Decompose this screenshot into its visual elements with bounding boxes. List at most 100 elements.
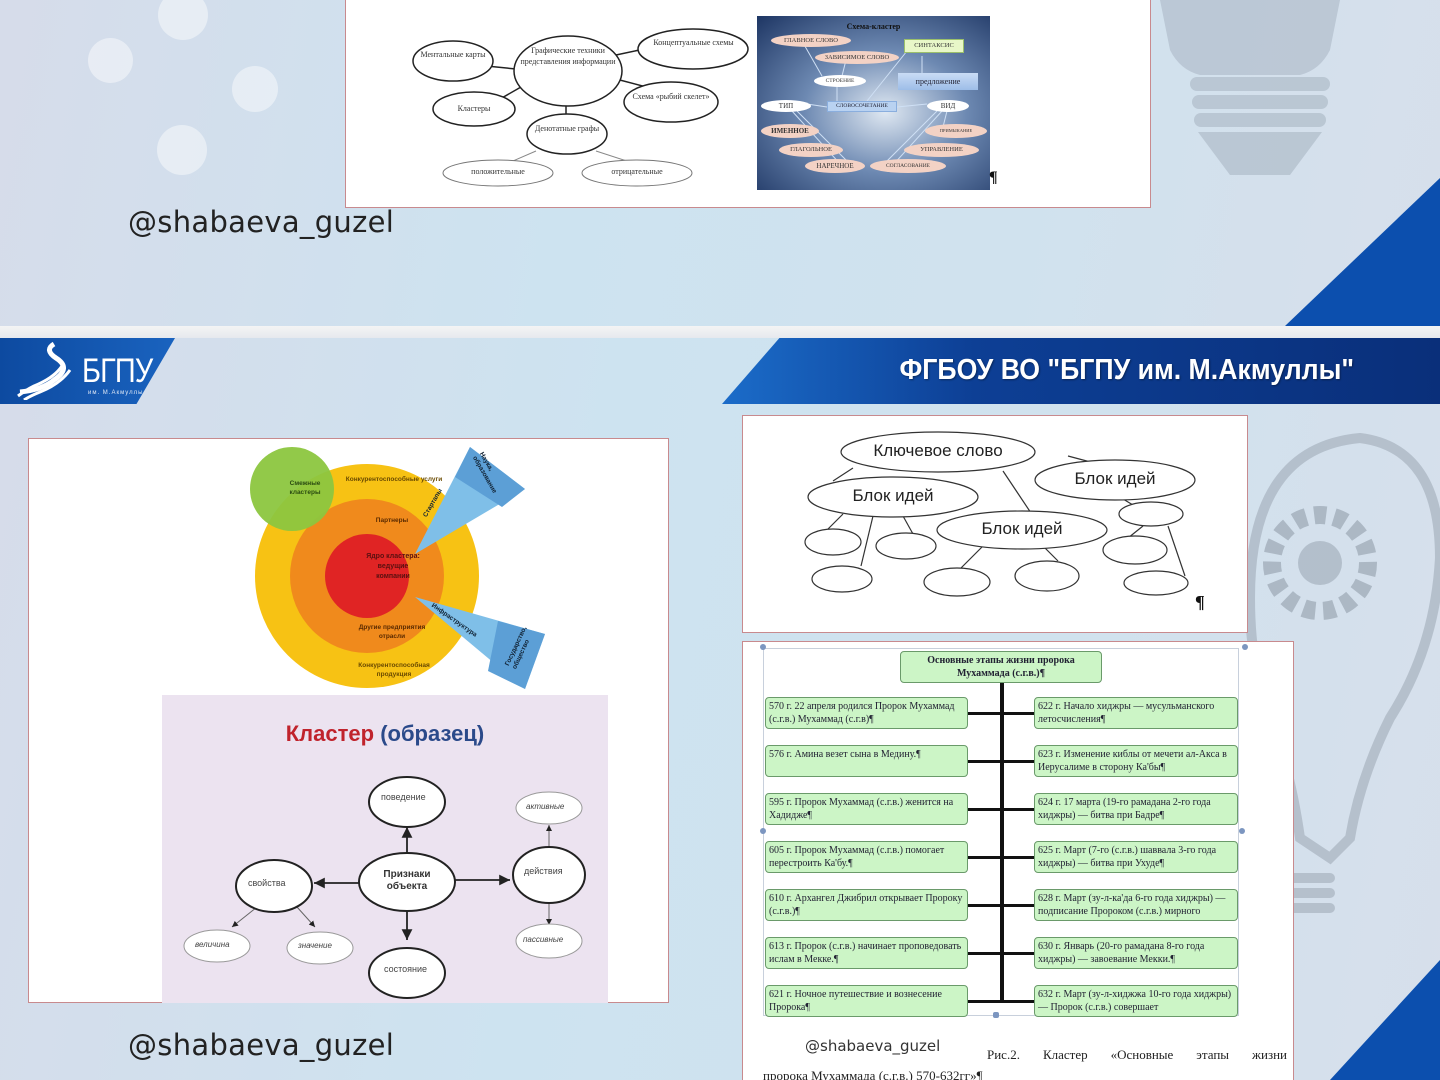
timeline-connector (968, 760, 1034, 763)
wedge-science (455, 447, 525, 507)
meaning-label: значение (298, 941, 332, 950)
timeline-event-left: 605 г. Пророк Мухаммад (с.г.в.) помогает… (765, 841, 968, 873)
node-adjacency: ПРИМЫКАНИЕ (925, 124, 987, 138)
lightbulb-decoration-icon (1160, 0, 1340, 175)
timeline-event-left: 621 г. Ночное путешествие и вознесение П… (765, 985, 968, 1017)
node-label: Кластеры (457, 104, 491, 113)
top-image-frame: Графические техники представления информ… (345, 0, 1151, 208)
timeline-connector (968, 1000, 1034, 1003)
state-label: состояние (384, 964, 428, 974)
pilcrow-mark: ¶ (1195, 592, 1205, 612)
timeline-event-right: 623 г. Изменение киблы от мечети ал-Акса… (1034, 745, 1238, 777)
selection-handle[interactable] (760, 644, 766, 650)
timeline-event-left: 613 г. Пророк (с.г.в.) начинает проповед… (765, 937, 968, 969)
ideas-diagram-frame: Ключевое слово Блок идей Блок идей Блок … (742, 415, 1248, 633)
node-nominal: ИМЕННОЕ (761, 124, 819, 138)
timeline-event-left: 610 г. Архангел Джибрил открывает Пророк… (765, 889, 968, 921)
timeline-event-right: 630 г. Январь (20-го рамадана 8-го года … (1034, 937, 1238, 969)
node-structure: СТРОЕНИЕ (814, 75, 866, 87)
left-image-frame: Ядро кластера: ведущие компании Партнеры… (28, 438, 669, 1003)
timeline-connector (968, 952, 1034, 955)
other-enterprises-label: Другие предприятия отрасли (358, 624, 426, 640)
timeline-connector (968, 808, 1034, 811)
keyword-ellipse (840, 431, 1036, 473)
corner-accent (1330, 960, 1440, 1080)
node-kind: ВИД (927, 100, 969, 112)
selection-handle[interactable] (1242, 644, 1248, 650)
timeline-connector (968, 904, 1034, 907)
timeline-event-left: 576 г. Амина везет сына в Медину.¶ (765, 745, 968, 777)
corner-accent (1285, 178, 1440, 326)
idea-block-label: Блок идей (981, 519, 1063, 538)
org-title: ФГБОУ ВО "БГПУ им. М.Акмуллы" (899, 354, 1354, 386)
graphic-techniques-diagram: Графические техники представления информ… (412, 28, 749, 187)
node-dependent-word: ЗАВИСИМОЕ СЛОВО (815, 51, 899, 64)
timeline-frame: @shabaeva_guzel Рис.2. Кластер «Основные… (742, 641, 1294, 1080)
decor-dot (158, 0, 208, 40)
node-label: Концептуальные схемы (653, 38, 734, 47)
radial-cluster-diagram (250, 447, 545, 689)
node-sentence: предложение (898, 73, 978, 90)
sub-node-label: положительные (471, 167, 525, 176)
sample-cluster-panel: Кластер (образец) (162, 695, 608, 1003)
node-main-word: ГЛАВНОЕ СЛОВО (771, 34, 851, 47)
node-government: УПРАВЛЕНИЕ (904, 143, 979, 157)
logo-text: БГПУ (82, 352, 153, 390)
scheme-title: Схема-кластер (846, 22, 901, 31)
node-label: Ментальные карты (420, 50, 486, 59)
timeline-event-left: 595 г. Пророк Мухаммад (с.г.в.) женится … (765, 793, 968, 825)
timeline-title: Основные этапы жизни пророка Мухаммада (… (900, 651, 1102, 683)
center-label: Графические техники представления информ… (520, 46, 616, 66)
decor-dot (157, 125, 207, 175)
timeline-event-left: 570 г. 22 апреля родился Пророк Мухаммад… (765, 697, 968, 729)
behavior-label: поведение (381, 792, 426, 802)
idea-block-ellipse (936, 510, 1108, 550)
competitive-products-label: Конкурентоспособная продукция (358, 662, 430, 678)
figure-caption-line2: пророка Мухаммада (с.г.в.) 570-632гг»¶ (763, 1068, 983, 1080)
center-node (513, 35, 623, 107)
timeline-event-right: 628 г. Март (зу-л-ка'да 6-го года хиджры… (1034, 889, 1238, 921)
scheme-cluster-image: Схема-кластер ГЛАВНОЕ СЛОВО ЗАВИСИМОЕ СЛ… (757, 16, 990, 190)
idea-block-ellipse (1034, 459, 1196, 501)
core-label: Ядро кластера: ведущие компании (366, 553, 420, 580)
bgpu-logo-icon (17, 341, 72, 400)
keyword-label: Ключевое слово (873, 441, 1003, 460)
bottom-slide: БГПУ им. М.Акмуллы ФГБОУ ВО "БГПУ им. М.… (0, 338, 1440, 1080)
idea-block-label: Блок идей (1074, 469, 1156, 488)
competitive-services-label: Конкурентоспособные услуги (345, 476, 443, 483)
node-type: ТИП (761, 100, 811, 112)
timeline-connector (968, 856, 1034, 859)
passive-label: пассивные (523, 935, 564, 944)
timeline-connector (968, 712, 1034, 715)
node-agreement: СОГЛАСОВАНИЕ (870, 159, 946, 173)
sub-node-label: отрицательные (611, 167, 663, 176)
node-syntax: СИНТАКСИС (904, 39, 964, 53)
node-phrase: СЛОВОСОЧЕТАНИЕ (827, 101, 897, 112)
figure-caption-line1: Рис.2. Кластер «Основные этапы жизни (987, 1047, 1287, 1062)
logo-subtext: им. М.Акмуллы (88, 390, 144, 396)
node-label: Денотатные графы (534, 124, 600, 133)
timeline-event-right: 624 г. 17 марта (19-го рамадана 2-го год… (1034, 793, 1238, 825)
active-label: активные (526, 802, 565, 811)
selection-handle[interactable] (993, 1012, 999, 1018)
wedge-government (488, 621, 545, 689)
watermark-inline: @shabaeva_guzel (805, 1037, 941, 1055)
actions-label: действия (524, 866, 563, 876)
selection-handle[interactable] (1239, 828, 1245, 834)
watermark-bottom: @shabaeva_guzel (128, 1028, 395, 1062)
center-node-label: Признаки объекта (383, 869, 431, 892)
magnitude-label: величина (195, 940, 230, 949)
node-label: Схема «рыбий скелет» (632, 92, 710, 101)
timeline-spine (1000, 680, 1004, 1000)
node-adverbial: НАРЕЧНОЕ (805, 159, 865, 173)
partners-label: Партнеры (375, 517, 409, 524)
node-verbal: ГЛАГОЛЬНОЕ (779, 143, 843, 157)
top-slide: Графические техники представления информ… (0, 0, 1440, 326)
decor-dot (88, 38, 133, 83)
decor-dot (232, 66, 278, 112)
adjacent-clusters-label: Смежные кластеры (289, 480, 321, 496)
timeline-event-right: 622 г. Начало хиджры — мусульманского ле… (1034, 697, 1238, 729)
selection-handle[interactable] (760, 828, 766, 834)
ideas-diagram (804, 431, 1196, 597)
sample-title-blue: (образец) (380, 721, 485, 746)
